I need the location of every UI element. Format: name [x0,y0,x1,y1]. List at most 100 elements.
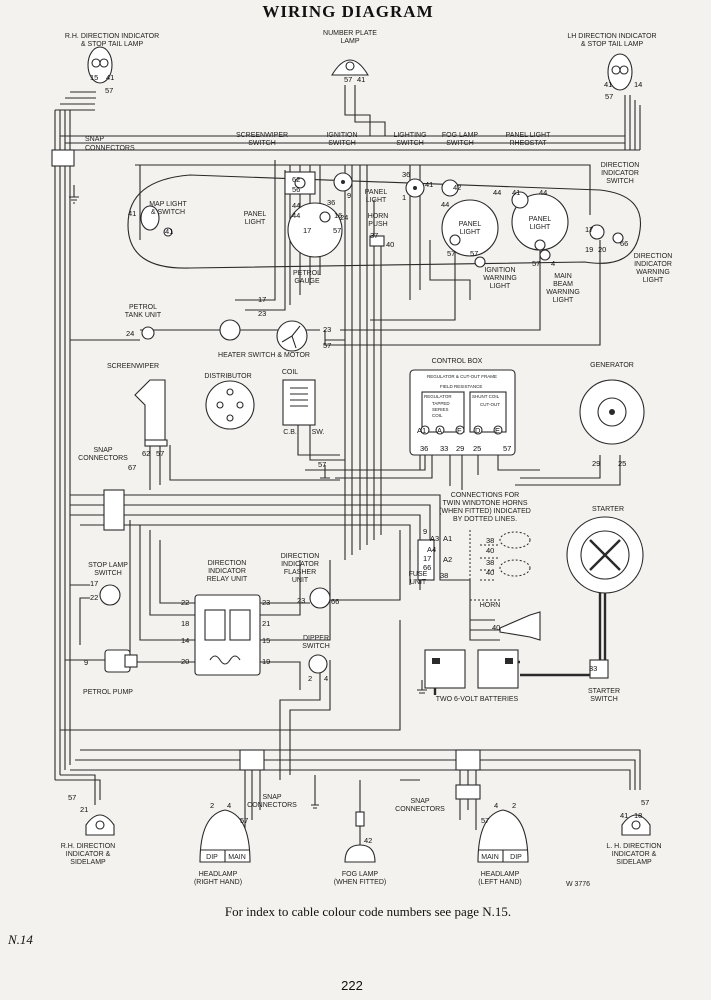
label-fuse-unit-2: UNIT [410,579,427,586]
petrol-pump [104,649,138,673]
label-flasher-3: FLASHER [284,569,316,576]
cable-number: 57 [470,249,478,258]
cable-number: A2 [443,555,452,564]
page-number: 222 [341,978,363,993]
cable-number: 9 [347,191,351,200]
label-snap-mid-1: SNAP [93,447,112,454]
direction-indicator-flasher-unit [309,587,331,609]
label-fuse-unit-1: FUSE [409,571,428,578]
label-generator: GENERATOR [590,362,634,369]
cable-number: 42 [364,836,372,845]
label-flasher-2: INDICATOR [281,561,319,568]
panel-light-rheostat [511,191,529,209]
cable-number: 22 [181,598,189,607]
ignition-coil [282,379,316,426]
cable-number: 22 [90,593,98,602]
cable-number: 4 [494,801,498,810]
cable-number: 41 [620,811,628,820]
label-horn: HORN [480,602,501,609]
lighting-switch [405,178,425,198]
cable-number: 14 [181,636,189,645]
label-petrol-gauge-2: GAUGE [294,278,320,285]
cable-number: 41 [425,180,433,189]
footer-note: For index to cable colour code numbers s… [225,904,511,919]
cable-number: 1 [402,193,406,202]
label-stop-lamp-1: STOP LAMP [88,562,128,569]
label-rh-side-1: R.H. DIRECTION [61,843,115,850]
label-rh-ind-1: R.H. DIRECTION INDICATOR [65,33,159,40]
cable-number: 18 [181,619,189,628]
cable-number: 41 [128,209,136,218]
main-beam-warning-light [539,249,551,261]
battery-right [477,649,519,689]
map-light [140,205,173,237]
cable-number: 44 [493,188,501,197]
label-flasher-1: DIRECTION [281,553,320,560]
label-starter-switch-2: SWITCH [590,696,618,703]
cable-number: 33 [440,444,448,453]
cable-number: 44 [539,188,547,197]
lh-side-lamp [621,814,651,836]
cable-number: 18 [634,811,642,820]
label-headlamp-rh-2: (RIGHT HAND) [194,879,242,886]
label-main-rh: MAIN [228,854,246,861]
label-horn-push-2: PUSH [368,221,387,228]
label-map-light-2: & SWITCH [151,209,185,216]
cable-number: 57 [481,816,489,825]
cable-number: 2 [308,674,312,683]
cable-number: F [457,426,462,435]
cable-number: 57 [532,259,540,268]
label-screenwiper-switch-1: SCREENWIPER [236,132,288,139]
cable-number: 38 [440,571,448,580]
cable-number: 25 [473,444,481,453]
rh-tail-lamp [87,46,113,84]
label-panel-light-mid-1: PANEL [365,189,388,196]
horn-push [369,235,385,247]
cable-number: 29 [592,459,600,468]
cable-number: 17 [303,226,311,235]
label-dir-warn-2: INDICATOR [634,261,672,268]
label-ref-code: W 3776 [566,881,590,888]
label-horns-note-3: (WHEN FITTED) INDICATED [439,508,531,515]
label-starter-switch-1: STARTER [588,688,620,695]
twin-horn-dotted-connections [469,530,531,601]
label-fog-lamp-switch-1: FOG LAMP [442,132,479,139]
label-main-beam-4: LIGHT [553,297,574,304]
label-panel-light-a-1: PANEL [459,221,482,228]
label-snap-top-1: SNAP [85,136,104,143]
label-rheostat-2: RHEOSTAT [509,140,547,147]
direction-indicator-switch [589,224,624,244]
cable-number: A1 [443,534,452,543]
starter-motor [566,516,644,594]
cable-number: 41 [512,188,520,197]
label-petrol-pump: PETROL PUMP [83,689,133,696]
heater-switch [219,319,241,341]
label-batteries: TWO 6-VOLT BATTERIES [436,696,519,703]
cable-number: 57 [333,226,341,235]
speedometer-dial [441,199,499,257]
cable-number: 57 [105,86,113,95]
snap-connectors-top [51,149,75,167]
cable-number: 36 [402,170,410,179]
label-coil-small: COIL [432,413,443,418]
cable-number: A1 [417,426,426,435]
cable-number: 41 [106,73,114,82]
label-panel-light-mid-2: LIGHT [366,197,387,204]
label-number-plate-2: LAMP [340,38,359,45]
screenwiper-motor [134,379,168,447]
cable-number: E [495,426,500,435]
fog-lamp-switch [441,179,459,197]
fuse-unit [417,539,435,581]
cable-number: 33 [589,664,597,673]
cable-number: 23 [297,596,305,605]
cable-number: 57 [605,92,613,101]
label-rheostat-1: PANEL LIGHT [506,132,551,139]
cable-number: 15 [90,73,98,82]
cable-number: 9 [423,527,427,536]
label-snap-mid-2: CONNECTORS [78,455,128,462]
cable-number: 40 [486,568,494,577]
label-ign-warn-1: IGNITION [484,267,515,274]
label-fog-lamp-2: (WHEN FITTED) [334,879,387,886]
label-snap-br-2: CONNECTORS [395,806,445,813]
